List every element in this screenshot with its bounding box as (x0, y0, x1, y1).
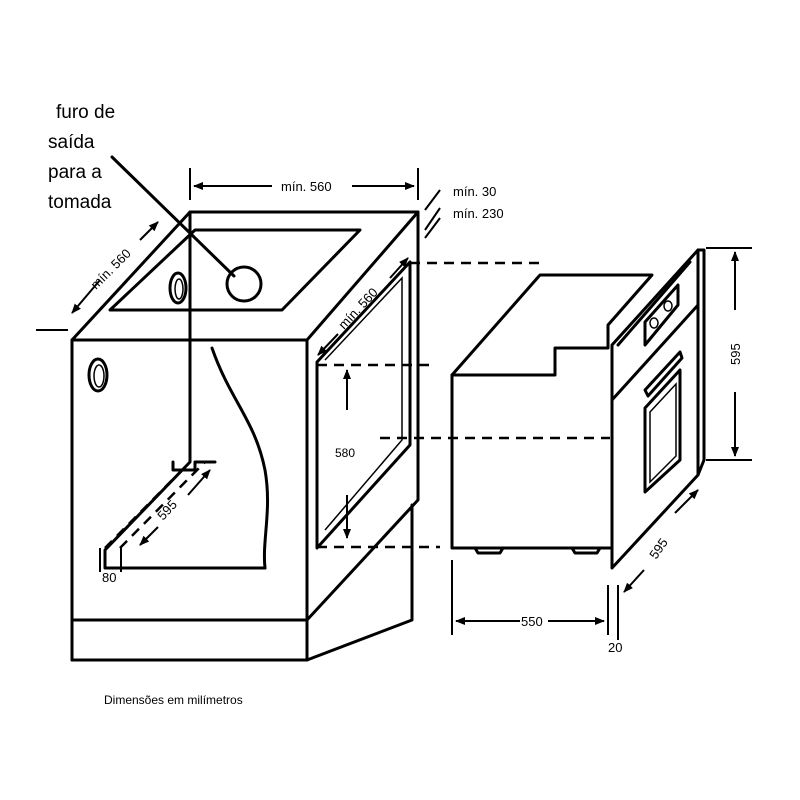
oven-front-panel (610, 248, 700, 570)
callout-line-2: saída (48, 132, 95, 153)
dim-gap-top-1: mín. 30 (453, 184, 496, 199)
dim-oven-depth: 550 (521, 614, 543, 629)
dim-cabinet-width: mín. 560 (281, 179, 332, 194)
socket-hole (225, 265, 263, 303)
cabinet-top-opening (108, 228, 362, 312)
oven-handle (643, 350, 684, 398)
side-vent-hole-1 (87, 357, 109, 393)
callout-line-3: para a (48, 162, 102, 183)
cabinet-inner-cutaway (210, 346, 270, 570)
cabinet-plinth (70, 618, 309, 662)
oven-body-top (450, 273, 654, 377)
callout-leader (110, 155, 236, 278)
dim-cabinet-side-depth: mín. 560 (88, 246, 134, 292)
units-caption: Dimensões em milímetros (104, 693, 243, 707)
dim-oven-height: 595 (728, 343, 743, 365)
side-vent-hole-2 (168, 271, 188, 305)
oven-window (643, 368, 682, 494)
callout-line-1: furo de (56, 102, 115, 123)
cabinet-right-side (305, 210, 420, 662)
dim-oven-front: 20 (608, 640, 622, 655)
oven-body-side (450, 373, 614, 550)
callout-line-4: tomada (48, 192, 112, 213)
dim-inner-height: 580 (335, 446, 355, 460)
cabinet (70, 210, 420, 662)
dim-floor-offset: 80 (102, 570, 116, 585)
dim-oven-width: 595 (646, 535, 671, 561)
oven-knob-1-icon (649, 317, 659, 329)
oven (450, 248, 706, 570)
oven-knob-2-icon (663, 300, 673, 312)
oven-dimensions: 595 595 550 20 (451, 247, 752, 655)
alignment-lines (104, 261, 610, 549)
dim-gap-top-2: mín. 230 (453, 206, 504, 221)
cabinet-dimensions: mín. 560 mín. 560 mín. 560 mín. 30 mín. … (36, 168, 504, 585)
socket-callout: furo de saída para a tomada (48, 102, 236, 278)
oven-control-panel (643, 283, 680, 347)
